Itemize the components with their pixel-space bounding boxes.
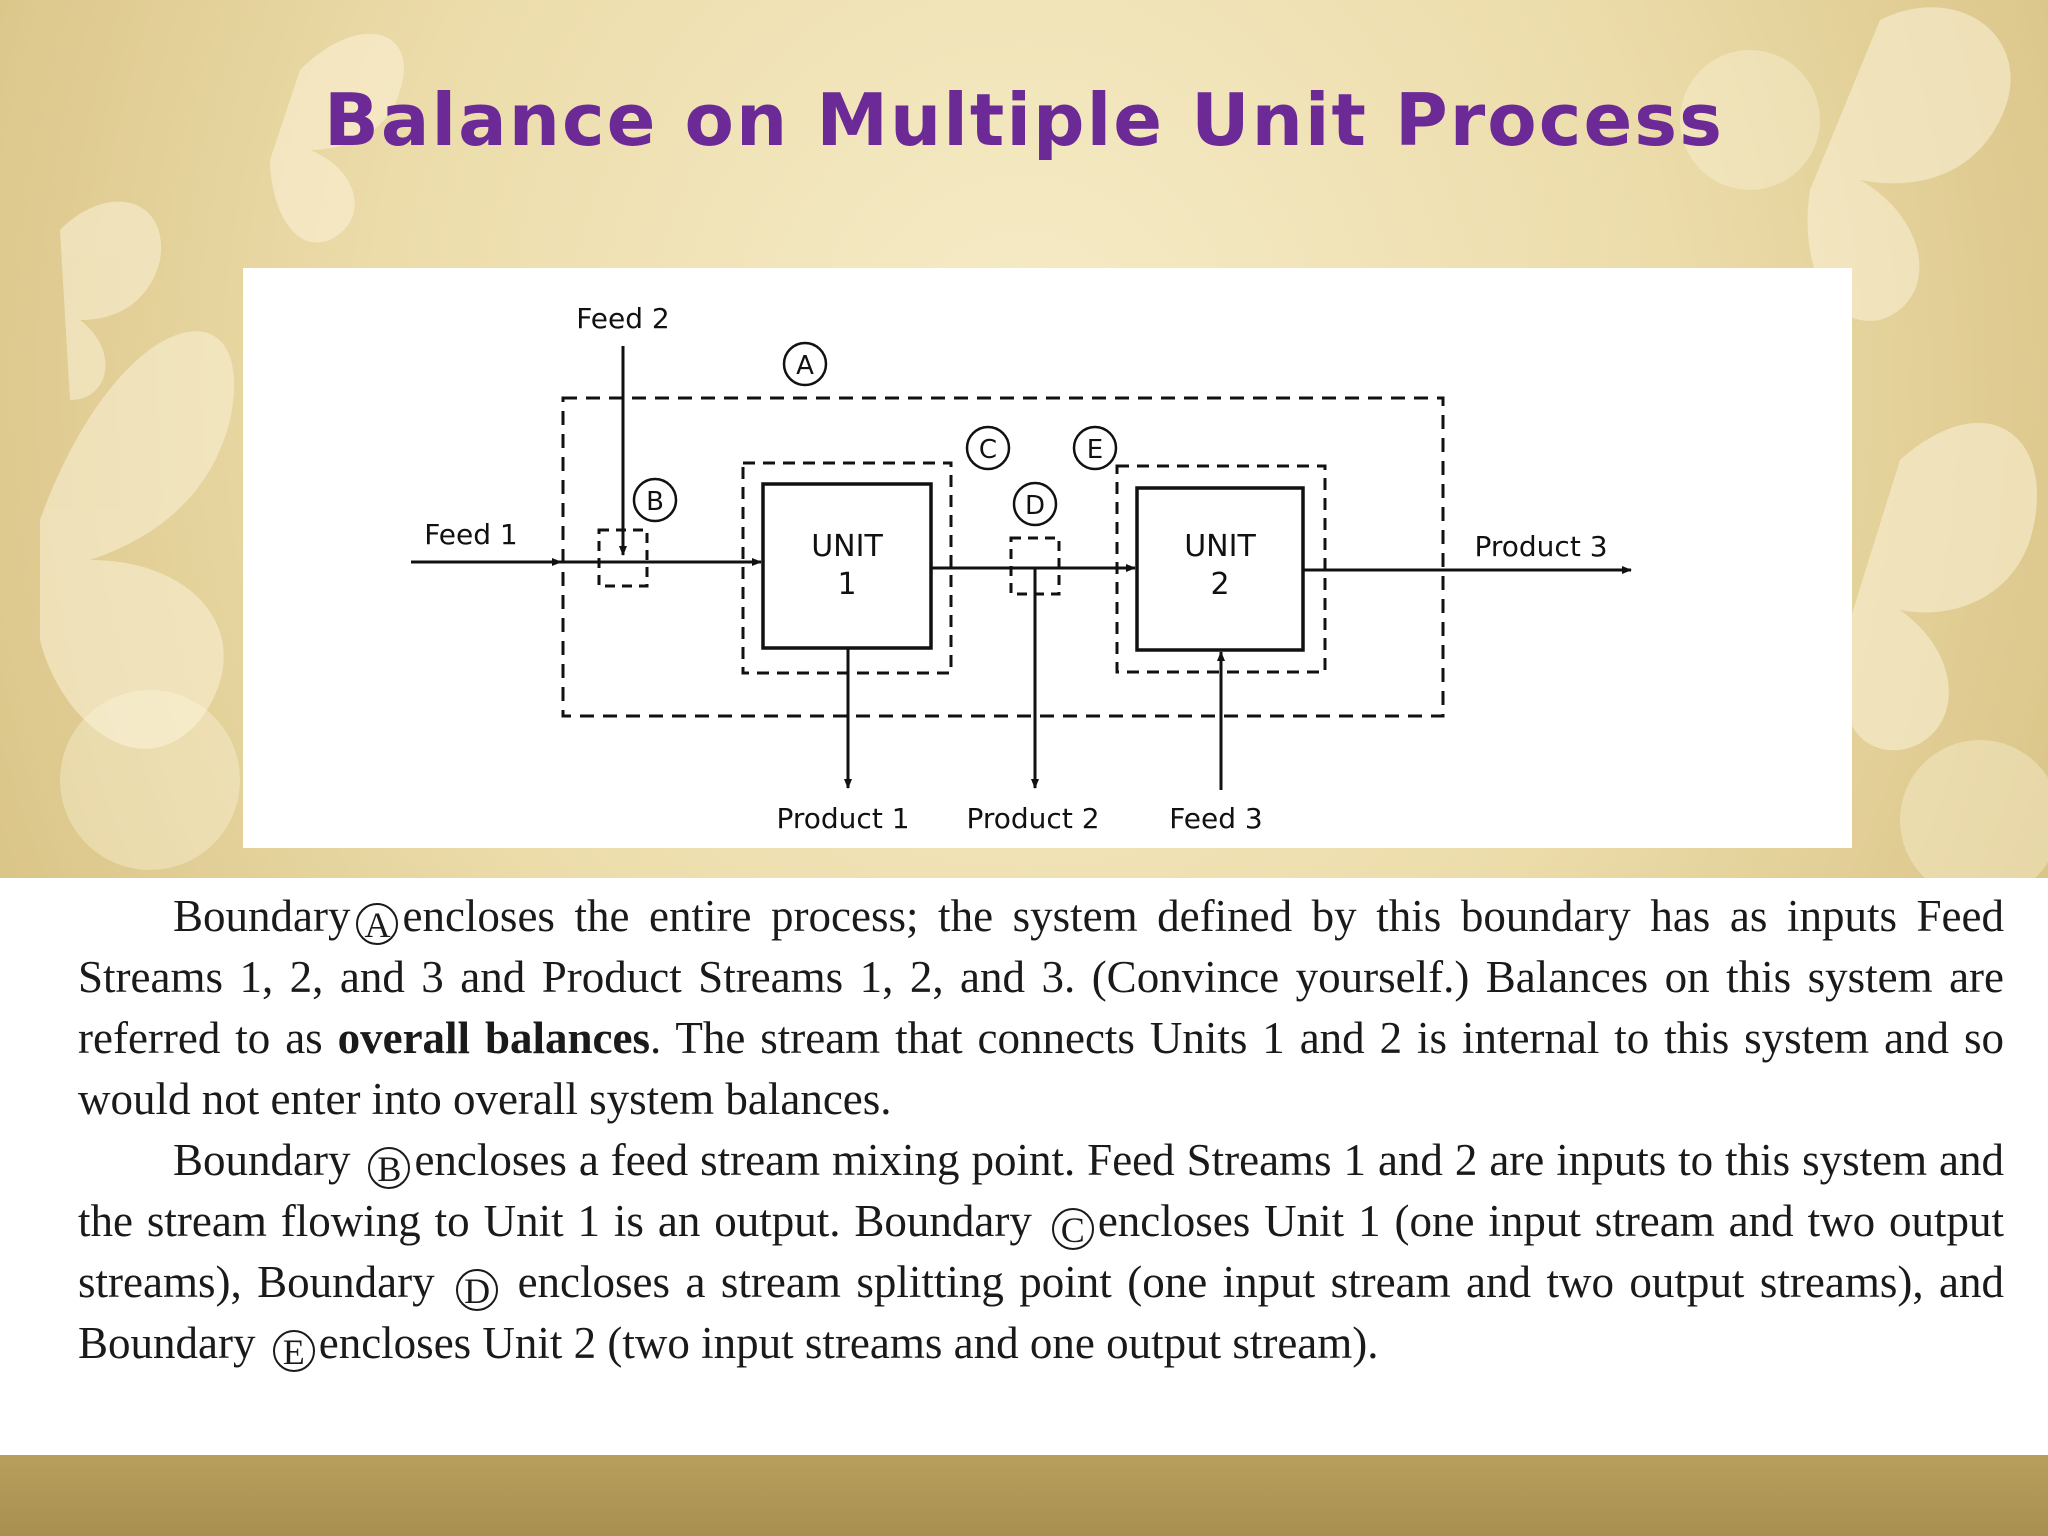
p2-text-d: encloses Unit 2 (two input streams and o… [318,1318,1379,1368]
boundary-b-marker [632,477,678,523]
p1-text-a: encloses the entire process; the system … [78,891,2004,1063]
p2-text-a: encloses a feed stream mixing point. Fee… [78,1135,2004,1246]
boundary-a-symbol: A [356,903,399,945]
boundary-b-symbol: B [368,1147,411,1189]
boundary-d-symbol: D [456,1269,499,1311]
product-3-label: Product 3 [1474,530,1607,563]
boundary-d-label: D [1025,491,1045,521]
product-2-label: Product 2 [966,802,1099,835]
unit-1-box [761,482,933,650]
feed-1-label: Feed 1 [424,518,518,551]
p1-bold-term: overall balances [337,1013,650,1063]
boundary-e-label: E [1087,435,1103,465]
boundary-e-symbol: E [272,1330,315,1372]
feed-3-label: Feed 3 [1169,802,1263,835]
unit-2-label: UNIT [1184,529,1256,564]
product-1-label: Product 1 [776,802,909,835]
slide-title: Balance on Multiple Unit Process [323,78,1724,162]
bottom-band [0,1455,2048,1536]
unit-2-number: 2 [1210,567,1229,602]
boundary-e-marker [1072,425,1118,471]
boundary-c-symbol: C [1051,1208,1094,1250]
feed-2-label: Feed 2 [576,302,670,335]
unit-1-number: 1 [837,567,856,602]
p2-text-b: encloses Unit 1 (one input stream and tw… [78,1196,2004,1307]
boundary-b-label: B [646,487,664,517]
unit-1-label: UNIT [811,529,883,564]
p1-boundary-word: Boundary [173,891,351,941]
boundary-a-marker [782,341,828,387]
boundary-d-marker [1012,481,1058,527]
p2-text-c: encloses a stream splitting point (one i… [78,1257,2005,1368]
p2-boundary-word: Boundary [173,1135,351,1185]
boundary-c-marker [965,425,1011,471]
process-diagram: A B C D E Feed 2 Feed 1 UNIT 1 UNIT 2 Pr… [243,268,1852,848]
boundary-a-dashed [561,396,1445,718]
boundary-c-label: C [979,435,997,465]
boundary-a-label: A [796,351,814,381]
p1-text-b: . The stream that connects Units 1 and 2… [78,1013,2004,1124]
